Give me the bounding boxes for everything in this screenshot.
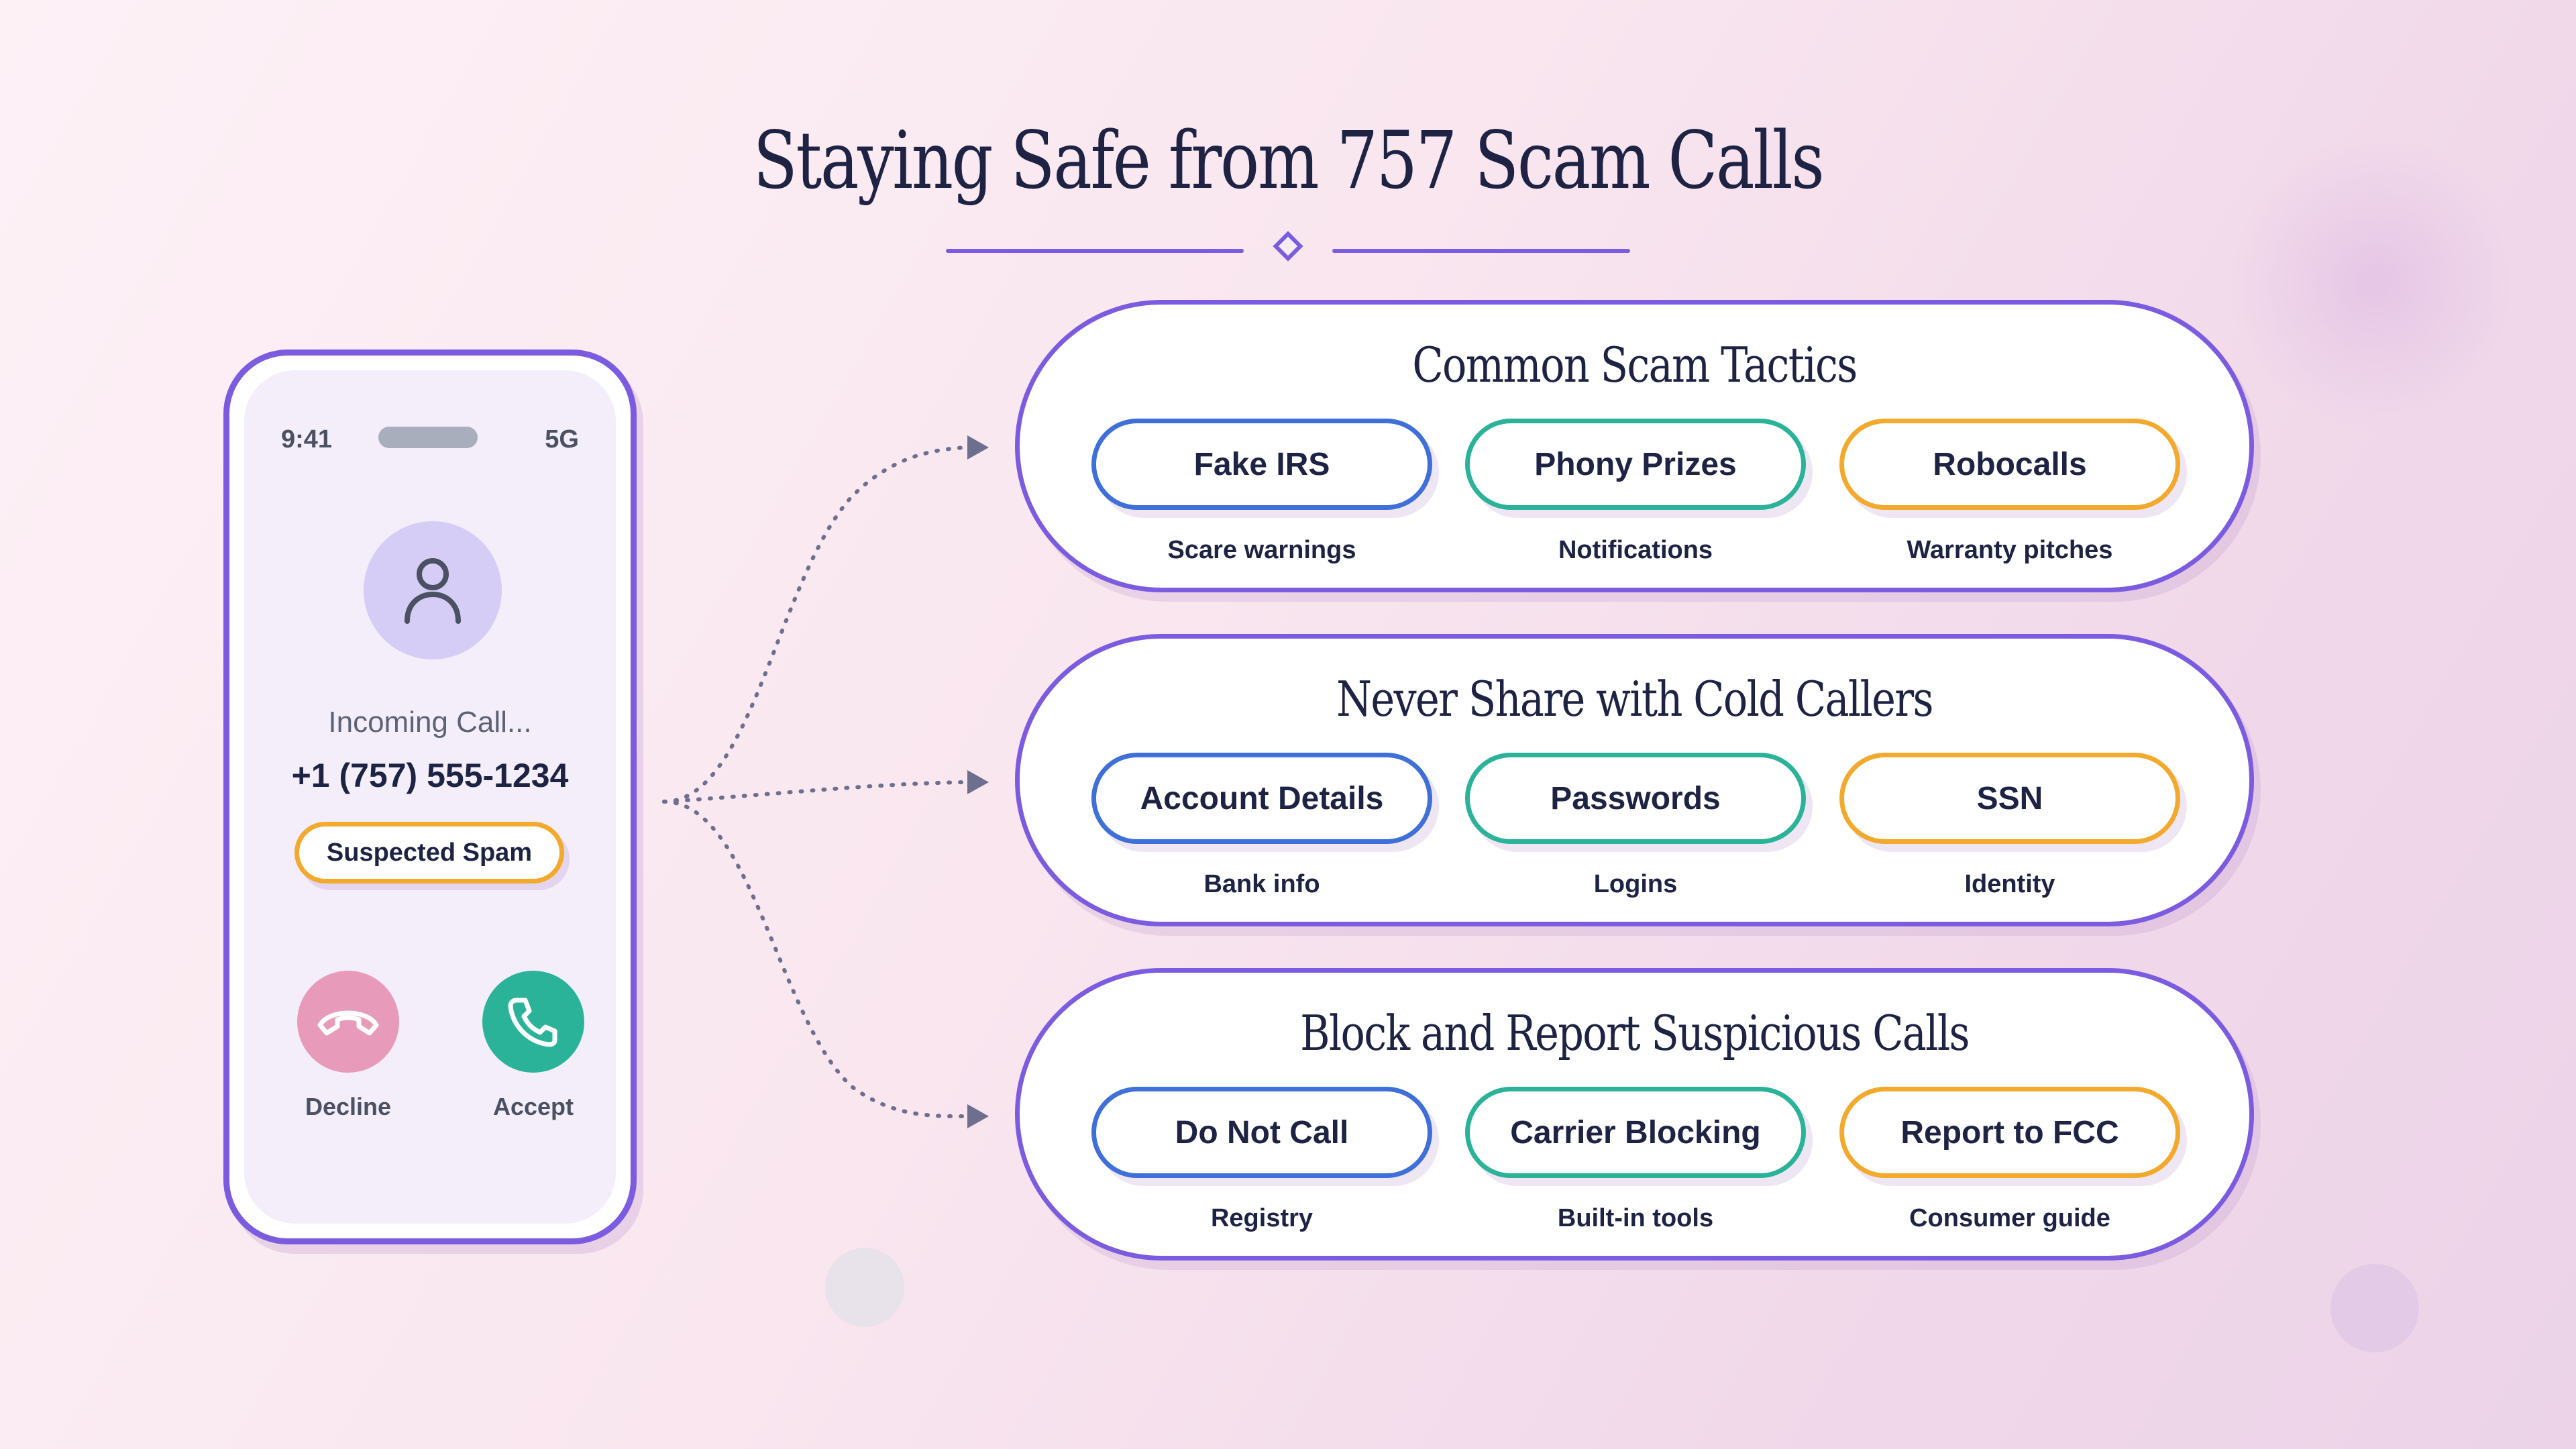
pill-report-to-fcc: Report to FCC <box>1839 1087 2180 1178</box>
pill-robocalls: Robocalls <box>1839 419 2180 510</box>
panel-never-share: Never Share with Cold Callers Account De… <box>1015 634 2254 926</box>
decor-orb-top-right <box>2227 134 2522 429</box>
pill-passwords: Passwords <box>1465 753 1806 844</box>
decor-orb-bottom-right <box>2330 1264 2419 1352</box>
phone-hangup-icon <box>317 1010 379 1036</box>
panel-common-scam-tactics: Common Scam Tactics Fake IRS Scare warni… <box>1015 300 2254 592</box>
pill-caption: Logins <box>1593 870 1678 898</box>
connector-to-block-report <box>662 800 968 1119</box>
pill-account-details: Account Details <box>1091 753 1432 844</box>
title-divider-right <box>1332 249 1630 253</box>
pill-fake-irs: Fake IRS <box>1091 419 1432 510</box>
pill-caption: Built-in tools <box>1557 1204 1714 1232</box>
pill-caption: Notifications <box>1558 536 1713 564</box>
incoming-call-label: Incoming Call... <box>328 706 532 739</box>
arrowhead-icon <box>967 770 989 794</box>
panel-title: Block and Report Suspicious Calls <box>1300 1005 1970 1061</box>
panel-block-and-report: Block and Report Suspicious Calls Do Not… <box>1015 968 2254 1260</box>
status-network: 5G <box>545 425 579 453</box>
phone-mockup: 9:41 5G Incoming Call... +1 (757) 555-12… <box>223 350 637 1244</box>
connector-to-never-share <box>662 780 968 804</box>
pill-caption: Consumer guide <box>1909 1204 2110 1232</box>
connector-to-tactics <box>662 445 968 804</box>
arrowhead-icon <box>967 1104 989 1128</box>
arrowhead-icon <box>967 435 989 460</box>
pill-caption: Warranty pitches <box>1907 536 2113 564</box>
pill-caption: Identity <box>1964 870 2055 898</box>
spam-badge: Suspected Spam <box>294 822 564 883</box>
panel-title: Common Scam Tactics <box>1412 337 1858 393</box>
panel-title: Never Share with Cold Callers <box>1336 671 1933 727</box>
title-divider-left <box>946 249 1244 253</box>
accept-button[interactable] <box>482 971 584 1073</box>
pill-caption: Scare warnings <box>1167 536 1356 564</box>
pill-caption: Registry <box>1210 1204 1313 1232</box>
pill-carrier-blocking: Carrier Blocking <box>1465 1087 1806 1178</box>
decline-button[interactable] <box>297 971 399 1073</box>
decor-orb-bottom-center <box>825 1248 904 1327</box>
phone-notch <box>378 427 478 448</box>
accept-label: Accept <box>492 1093 574 1120</box>
phone-screen: 9:41 5G Incoming Call... +1 (757) 555-12… <box>244 370 616 1224</box>
status-time: 9:41 <box>281 425 333 453</box>
pill-phony-prizes: Phony Prizes <box>1465 419 1806 510</box>
pill-caption: Bank info <box>1203 870 1320 898</box>
pill-do-not-call: Do Not Call <box>1091 1087 1432 1178</box>
pill-ssn: SSN <box>1839 753 2180 844</box>
phone-icon <box>508 998 557 1047</box>
decline-label: Decline <box>305 1093 392 1120</box>
user-icon <box>364 521 502 659</box>
page-title: Staying Safe from 757 Scam Calls <box>753 114 1825 207</box>
caller-number: +1 (757) 555-1234 <box>291 757 569 794</box>
